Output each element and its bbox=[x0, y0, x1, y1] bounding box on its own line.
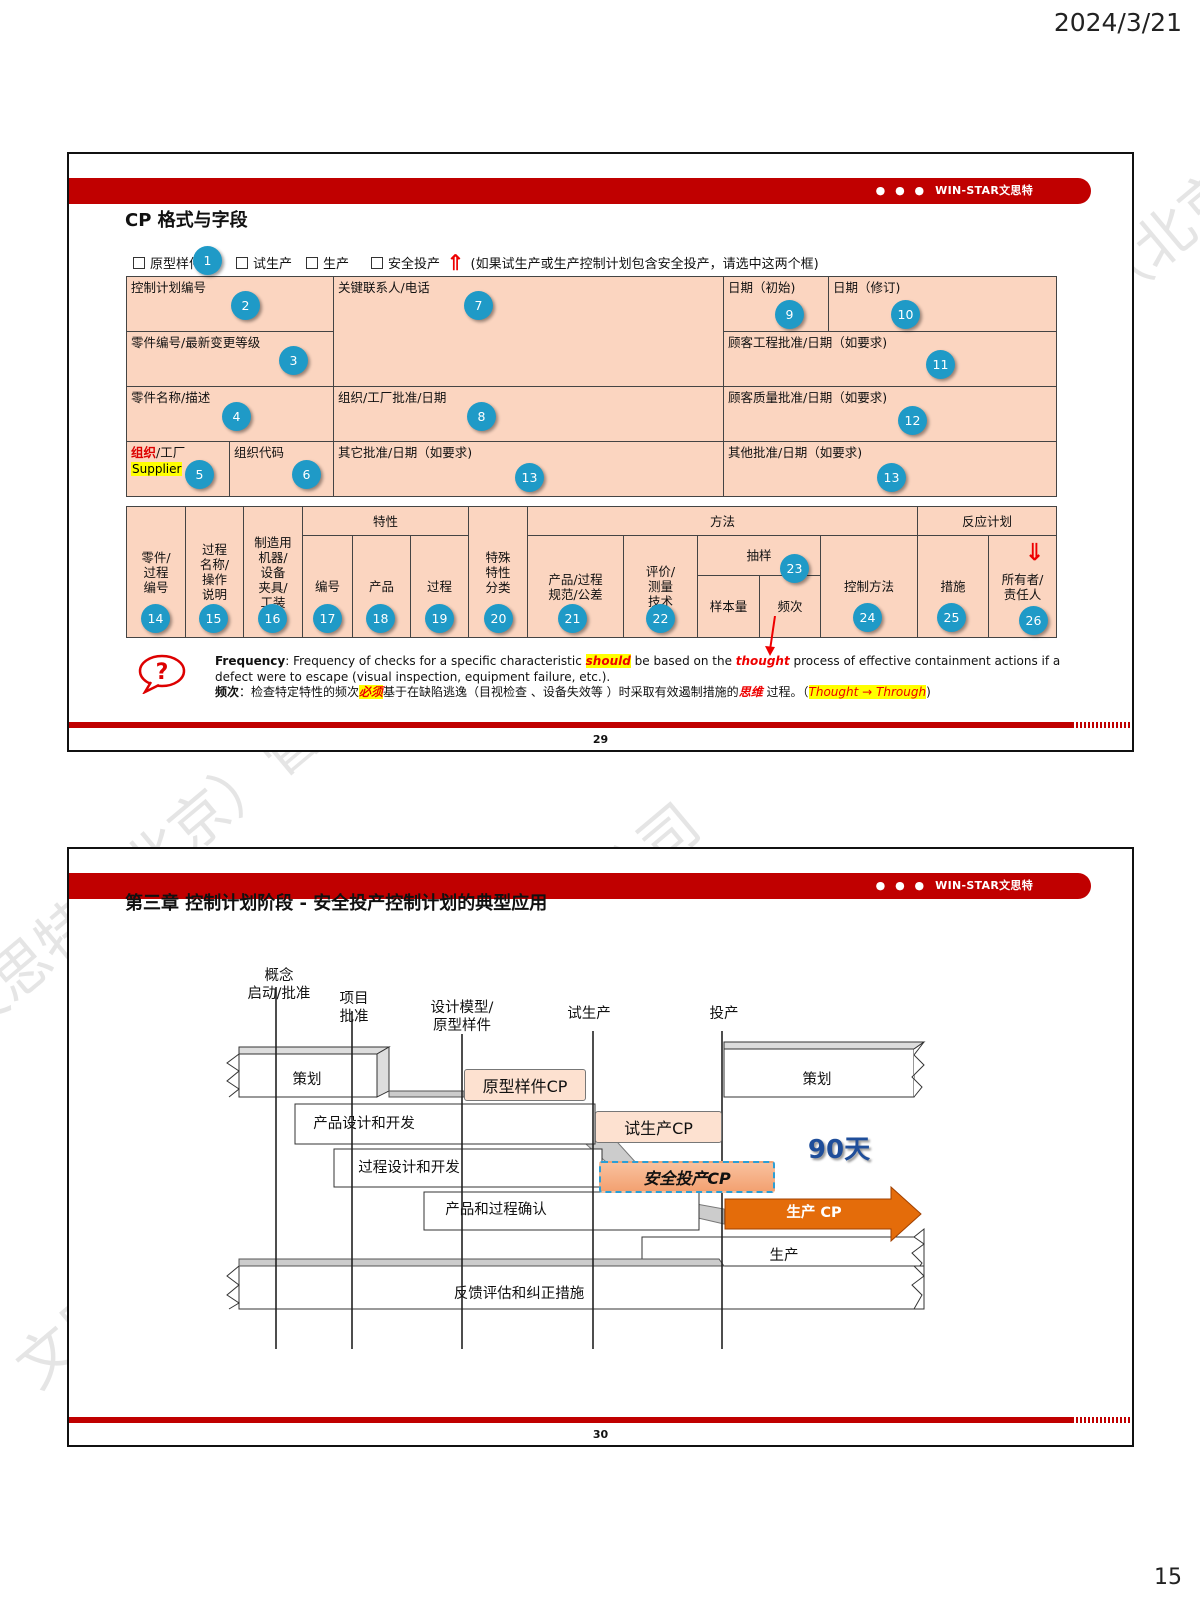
field-cust-eng: 顾客工程批准/日期（如要求) bbox=[723, 331, 1057, 387]
badge-24: 24 bbox=[853, 603, 882, 632]
badge-22: 22 bbox=[646, 604, 675, 633]
badge-1: 1 bbox=[193, 246, 222, 275]
milestone-launch: 投产 bbox=[709, 1006, 739, 1022]
milestone-prelaunch: 试生产 bbox=[567, 1006, 611, 1022]
band-label-product-design: 产品设计和开发 bbox=[313, 1116, 415, 1132]
badge-19: 19 bbox=[425, 604, 454, 633]
badge-18: 18 bbox=[366, 604, 395, 633]
badge-21: 21 bbox=[558, 604, 587, 633]
slide-header-bar: ● ● ●WIN-STAR文思特 bbox=[69, 178, 1091, 204]
slide-29: ● ● ●WIN-STAR文思特 CP 格式与字段 原型样件 试生产 生产 安全… bbox=[67, 152, 1134, 752]
brand-logo: ● ● ●WIN-STAR文思特 bbox=[875, 879, 1033, 892]
badge-11: 11 bbox=[926, 350, 955, 379]
field-control-plan-no: 控制计划编号 bbox=[126, 276, 334, 332]
band-label-feedback: 反馈评估和纠正措施 bbox=[453, 1286, 585, 1302]
badge-17: 17 bbox=[313, 604, 342, 633]
page-date: 2024/3/21 bbox=[1053, 8, 1182, 37]
badge-12: 12 bbox=[898, 406, 927, 435]
band-label-plan-left: 策划 bbox=[292, 1072, 322, 1088]
band-process-design bbox=[333, 1148, 603, 1188]
checkbox-prototype[interactable] bbox=[133, 256, 145, 269]
cp-production-label: 生产 CP bbox=[786, 1205, 842, 1221]
band-label-process-design: 过程设计和开发 bbox=[358, 1160, 460, 1176]
badge-15: 15 bbox=[199, 604, 228, 633]
slide-footer-bar bbox=[69, 1417, 1132, 1423]
red-arrow-icon: ⇖ bbox=[439, 247, 471, 278]
plan-band-right bbox=[723, 1041, 926, 1098]
badge-13a: 13 bbox=[515, 463, 544, 492]
frequency-note: Frequency: Frequency of checks for a spe… bbox=[215, 654, 1061, 700]
badge-26: 26 bbox=[1019, 606, 1048, 635]
svg-text:?: ? bbox=[156, 660, 169, 685]
col-methods: 方法 bbox=[527, 506, 918, 536]
slide-footer-pattern bbox=[1072, 722, 1132, 728]
badge-8: 8 bbox=[467, 402, 496, 431]
cp-prototype: 原型样件CP bbox=[464, 1069, 586, 1101]
cp-prelaunch: 试生产CP bbox=[595, 1111, 722, 1143]
slide-footer-bar bbox=[69, 722, 1132, 728]
cp-safe-launch: 安全投产CP bbox=[599, 1161, 775, 1193]
badge-3: 3 bbox=[279, 346, 308, 375]
milestone-concept: 概念 启动/批准 bbox=[247, 968, 311, 1003]
slide-number: 30 bbox=[592, 1428, 609, 1441]
brand-logo: ● ● ●WIN-STAR文思特 bbox=[875, 184, 1033, 197]
badge-13b: 13 bbox=[877, 463, 906, 492]
days-label: 90天 bbox=[807, 1135, 871, 1165]
badge-23: 23 bbox=[780, 554, 809, 583]
field-date-orig: 日期（初始) bbox=[723, 276, 829, 332]
slide-30: ● ● ●WIN-STAR文思特 第三章 控制计划阶段 - 安全投产控制计划的典… bbox=[67, 847, 1134, 1447]
question-icon: ? bbox=[138, 654, 186, 694]
badge-25: 25 bbox=[937, 603, 966, 632]
band-product-design bbox=[294, 1103, 596, 1145]
badge-16: 16 bbox=[258, 604, 287, 633]
checkbox-safe-launch[interactable] bbox=[371, 256, 384, 269]
band-label-plan-right: 策划 bbox=[802, 1072, 832, 1088]
frequency-pointer-arrow bbox=[765, 616, 776, 656]
slide-header-bar: ● ● ●WIN-STAR文思特 bbox=[69, 873, 1091, 899]
col-reaction: 反应计划 bbox=[917, 506, 1057, 536]
badge-5: 5 bbox=[185, 460, 214, 489]
col-process-name: 过程 名称/ 操作 说明 bbox=[185, 506, 244, 638]
field-cust-quality: 顾客质量批准/日期（如要求) bbox=[723, 386, 1057, 442]
band-feedback bbox=[226, 1258, 925, 1310]
page-number: 15 bbox=[1154, 1565, 1182, 1590]
slide-number: 29 bbox=[592, 733, 609, 746]
badge-14: 14 bbox=[141, 604, 170, 633]
field-date-rev: 日期（修订) bbox=[828, 276, 1057, 332]
milestone-project: 项目 批准 bbox=[339, 991, 369, 1026]
production-cp-arrow bbox=[724, 1185, 922, 1243]
band-label-validation: 产品和过程确认 bbox=[445, 1202, 547, 1218]
timeline-diagram bbox=[226, 987, 926, 1349]
slide-title: 第三章 控制计划阶段 - 安全投产控制计划的典型应用 bbox=[125, 893, 548, 914]
checkbox-production[interactable] bbox=[306, 256, 319, 269]
milestone-design: 设计模型/ 原型样件 bbox=[430, 1000, 494, 1035]
checkbox-note: (如果试生产或生产控制计划包含安全投产，请选中这两个框) bbox=[470, 257, 819, 272]
badge-10: 10 bbox=[891, 300, 920, 329]
badge-4: 4 bbox=[222, 402, 251, 431]
badge-2: 2 bbox=[231, 291, 260, 320]
field-org-approval: 组织/工厂批准/日期 bbox=[333, 386, 724, 442]
col-characteristics: 特性 bbox=[302, 506, 469, 536]
badge-7: 7 bbox=[464, 291, 493, 320]
slide-title: CP 格式与字段 bbox=[125, 210, 248, 231]
col-sample-size: 样本量 bbox=[697, 575, 760, 638]
checkbox-prelaunch[interactable] bbox=[236, 256, 249, 269]
badge-9: 9 bbox=[775, 300, 804, 329]
slide-footer-pattern bbox=[1072, 1417, 1132, 1423]
checkbox-row: 原型样件 试生产 生产 安全投产 ⇖ (如果试生产或生产控制计划包含安全投产，请… bbox=[133, 247, 819, 278]
band-label-production: 生产 bbox=[769, 1248, 799, 1264]
band-validation bbox=[423, 1191, 700, 1231]
badge-20: 20 bbox=[484, 604, 513, 633]
supplier-label: Supplier bbox=[131, 462, 183, 477]
badge-6: 6 bbox=[292, 460, 321, 489]
